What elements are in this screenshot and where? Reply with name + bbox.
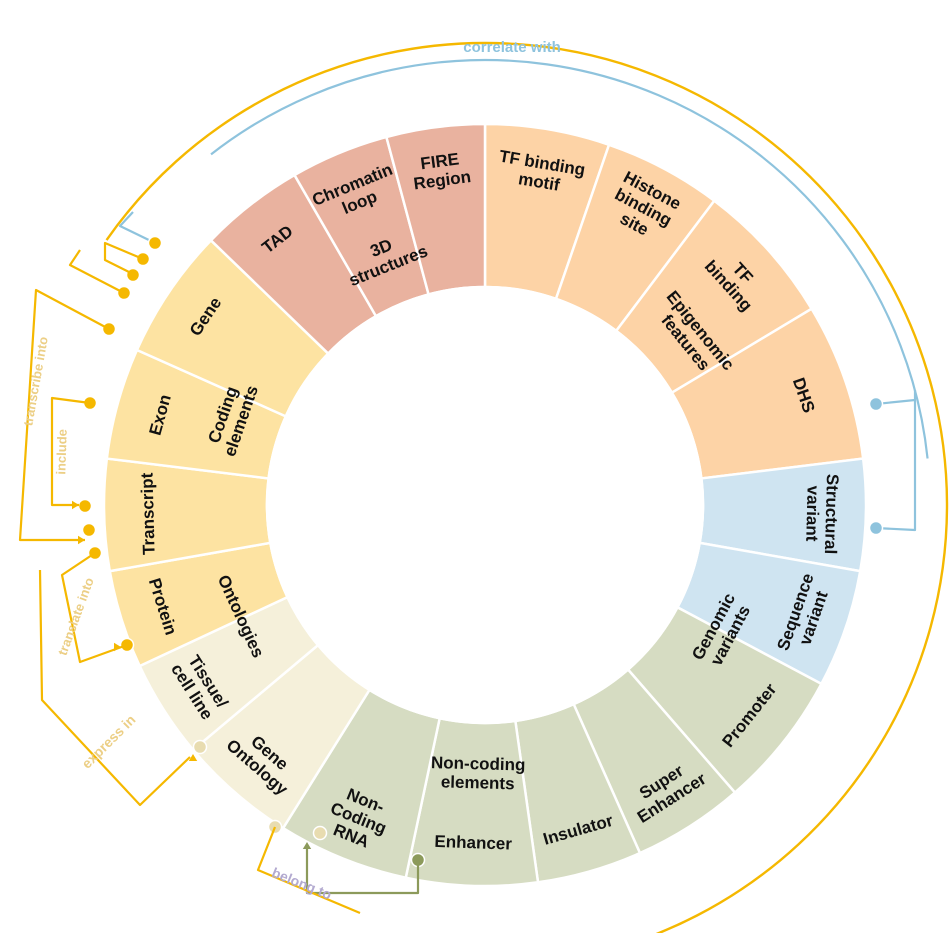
gene-loop-a	[103, 241, 144, 276]
variant-bracket	[875, 398, 917, 532]
inner-label-noncoding-elements: Non-codingelements	[430, 753, 525, 793]
belong-arrow-olive	[302, 842, 312, 849]
transcript-dot-1	[77, 498, 93, 514]
relation-label-belong-to: belong to	[270, 864, 334, 902]
translate-arrow	[114, 642, 121, 652]
relation-label-correlate-with: correlate with	[463, 39, 561, 56]
structural-variant-dot	[868, 396, 884, 412]
belong-gold	[256, 826, 361, 915]
center-hole	[267, 287, 703, 723]
outer-gold-arc	[105, 41, 949, 933]
belong-olive	[305, 848, 420, 895]
transcribe-bracket	[18, 288, 110, 542]
relation-label-transcribe-into: transcribe into	[20, 335, 50, 427]
express-arrow	[188, 754, 198, 761]
outer-label-transcript: Transcript	[137, 472, 158, 555]
outer-label-structural: Structuralvariant	[802, 473, 842, 554]
sequence-variant-dot	[868, 520, 884, 536]
include-arrow	[72, 500, 79, 510]
tissue-dot	[192, 739, 208, 755]
translate-bracket	[60, 552, 128, 664]
correlate-arc	[210, 58, 929, 459]
relation-label-express-in: express in	[78, 711, 138, 771]
express-bracket	[38, 569, 191, 807]
relation-label-include: include	[53, 429, 70, 475]
gene-dot-1	[147, 235, 163, 251]
go-dot-2	[312, 825, 328, 841]
gene-loop-b	[68, 249, 125, 294]
transcribe-arrow	[78, 535, 85, 545]
gene-blue-lead	[118, 211, 156, 244]
outer-label-enhancer: Enhancer	[434, 832, 512, 854]
transcript-dot-2	[81, 522, 97, 538]
relation-connectors	[18, 41, 949, 933]
include-bracket	[50, 396, 91, 507]
